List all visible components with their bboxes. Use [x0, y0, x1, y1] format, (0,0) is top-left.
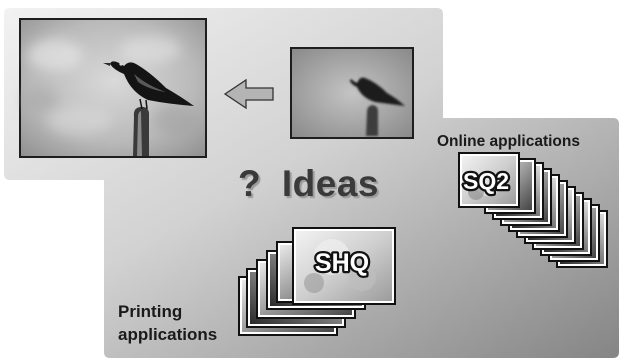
- printing-label-line2: applications: [118, 325, 218, 344]
- enhanced-photo: [19, 18, 207, 158]
- bird-large: [103, 61, 194, 110]
- printing-applications-label: Printing applications: [118, 300, 248, 346]
- headline: ? Ideas: [238, 163, 379, 205]
- printing-label-line1: Printing: [118, 302, 183, 321]
- printing-top-photo: [292, 227, 396, 305]
- headline-text: Ideas: [281, 163, 380, 204]
- online-photo-stack: SQ2: [458, 152, 608, 268]
- online-badge: SQ2: [463, 168, 509, 194]
- online-top-photo: [458, 152, 520, 208]
- original-photo: [290, 47, 414, 139]
- question-mark: ?: [238, 163, 262, 204]
- arrow-left-icon: [223, 78, 274, 110]
- online-applications-label: Online applications: [437, 133, 580, 150]
- printing-photo-stack: SHQ: [238, 227, 396, 336]
- printing-badge: SHQ: [315, 249, 369, 277]
